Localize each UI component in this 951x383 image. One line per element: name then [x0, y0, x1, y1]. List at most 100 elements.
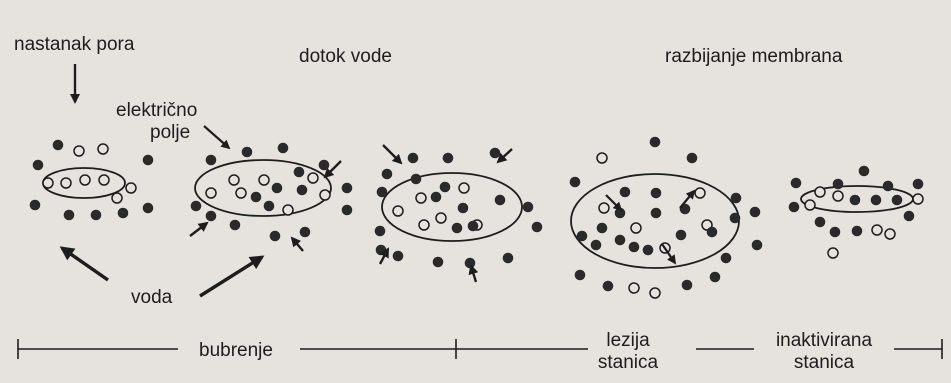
filled-circle-icon [790, 177, 802, 189]
open-circle-icon [111, 192, 123, 204]
open-circle-icon [832, 190, 844, 202]
open-circle-icon [73, 145, 85, 157]
filled-circle-icon [467, 220, 479, 232]
filled-circle-icon [522, 201, 534, 213]
arrow-icon [323, 160, 342, 179]
filled-circle-icon [318, 159, 330, 171]
filled-circle-icon [430, 191, 442, 203]
filled-circle-icon [241, 146, 253, 158]
filled-circle-icon [502, 252, 514, 264]
filled-circle-icon [205, 154, 217, 166]
label-inactivated-line2: stanica [793, 352, 855, 373]
open-circle-icon [258, 174, 270, 186]
water-arrow-icon [199, 255, 265, 298]
filled-circle-icon [681, 279, 693, 291]
filled-circle-icon [649, 136, 661, 148]
label-lesion-line1: lezija [606, 330, 650, 351]
arrow-icon [605, 194, 623, 212]
filled-circle-icon [720, 252, 732, 264]
filled-circle-icon [602, 280, 614, 292]
open-circle-icon [392, 205, 404, 217]
filled-circle-icon [590, 239, 602, 251]
filled-circle-icon [250, 191, 262, 203]
open-circle-icon [235, 187, 247, 199]
open-circle-icon [307, 172, 319, 184]
filled-circle-icon [374, 225, 386, 237]
filled-circle-icon [190, 200, 202, 212]
open-circle-icon [97, 143, 109, 155]
open-circle-icon [319, 189, 331, 201]
filled-circle-icon [293, 166, 305, 178]
open-circle-icon [228, 174, 240, 186]
open-circle-icon [630, 222, 642, 234]
filled-circle-icon [442, 152, 454, 164]
filled-circle-icon [706, 226, 718, 238]
filled-circle-icon [870, 194, 882, 206]
filled-circle-icon [788, 201, 800, 213]
label-water-influx: dotok vode [299, 46, 392, 67]
open-circle-icon [125, 182, 137, 194]
filled-circle-icon [341, 204, 353, 216]
filled-circle-icon [619, 186, 631, 198]
filled-circle-icon [341, 182, 353, 194]
filled-circle-icon [142, 202, 154, 214]
arrow-icon [189, 221, 209, 237]
label-electric-field-line1: električno [116, 100, 198, 121]
filled-circle-icon [489, 147, 501, 159]
open-circle-icon [596, 152, 608, 164]
open-circle-icon [79, 174, 91, 186]
filled-circle-icon [903, 210, 915, 222]
open-circle-icon [884, 228, 896, 240]
filled-circle-icon [63, 209, 75, 221]
filled-circle-icon [650, 187, 662, 199]
filled-circle-icon [32, 159, 44, 171]
open-circle-icon [598, 202, 610, 214]
arrow-icon [679, 189, 696, 209]
label-lesion-line2: stanica [597, 352, 659, 373]
filled-circle-icon [642, 244, 654, 256]
filled-circle-icon [675, 229, 687, 241]
filled-circle-icon [457, 202, 469, 214]
filled-circle-icon [849, 194, 861, 206]
filled-circle-icon [277, 142, 289, 154]
filled-circle-icon [709, 271, 721, 283]
filled-circle-icon [729, 212, 741, 224]
filled-circle-icon [596, 222, 608, 234]
filled-circle-icon [205, 210, 217, 222]
cell-3-membrane [381, 172, 523, 242]
open-circle-icon [418, 219, 430, 231]
filled-circle-icon [569, 176, 581, 188]
filled-circle-icon [574, 269, 586, 281]
electric-field-arrow-icon [203, 125, 231, 150]
filled-circle-icon [851, 225, 863, 237]
filled-circle-icon [432, 256, 444, 268]
arrow-icon [661, 243, 677, 265]
open-circle-icon [42, 177, 54, 189]
arrow-icon [468, 264, 479, 283]
open-circle-icon [60, 177, 72, 189]
filled-circle-icon [439, 181, 451, 193]
open-circle-icon [912, 193, 924, 205]
filled-circle-icon [882, 180, 894, 192]
open-circle-icon [458, 182, 470, 194]
open-circle-icon [814, 186, 826, 198]
filled-circle-icon [296, 184, 308, 196]
arrow-icon [290, 236, 304, 252]
open-circle-icon [282, 204, 294, 216]
filled-circle-icon [891, 194, 903, 206]
arrow-icon [382, 144, 403, 165]
open-circle-icon [435, 212, 447, 224]
filled-circle-icon [650, 207, 662, 219]
filled-circle-icon [410, 173, 422, 185]
filled-circle-icon [576, 230, 588, 242]
filled-circle-icon [229, 219, 241, 231]
filled-circle-icon [494, 194, 506, 206]
filled-circle-icon [29, 199, 41, 211]
filled-circle-icon [829, 226, 841, 238]
filled-circle-icon [392, 250, 404, 262]
filled-circle-icon [531, 221, 543, 233]
filled-circle-icon [407, 152, 419, 164]
filled-circle-icon [912, 178, 924, 190]
